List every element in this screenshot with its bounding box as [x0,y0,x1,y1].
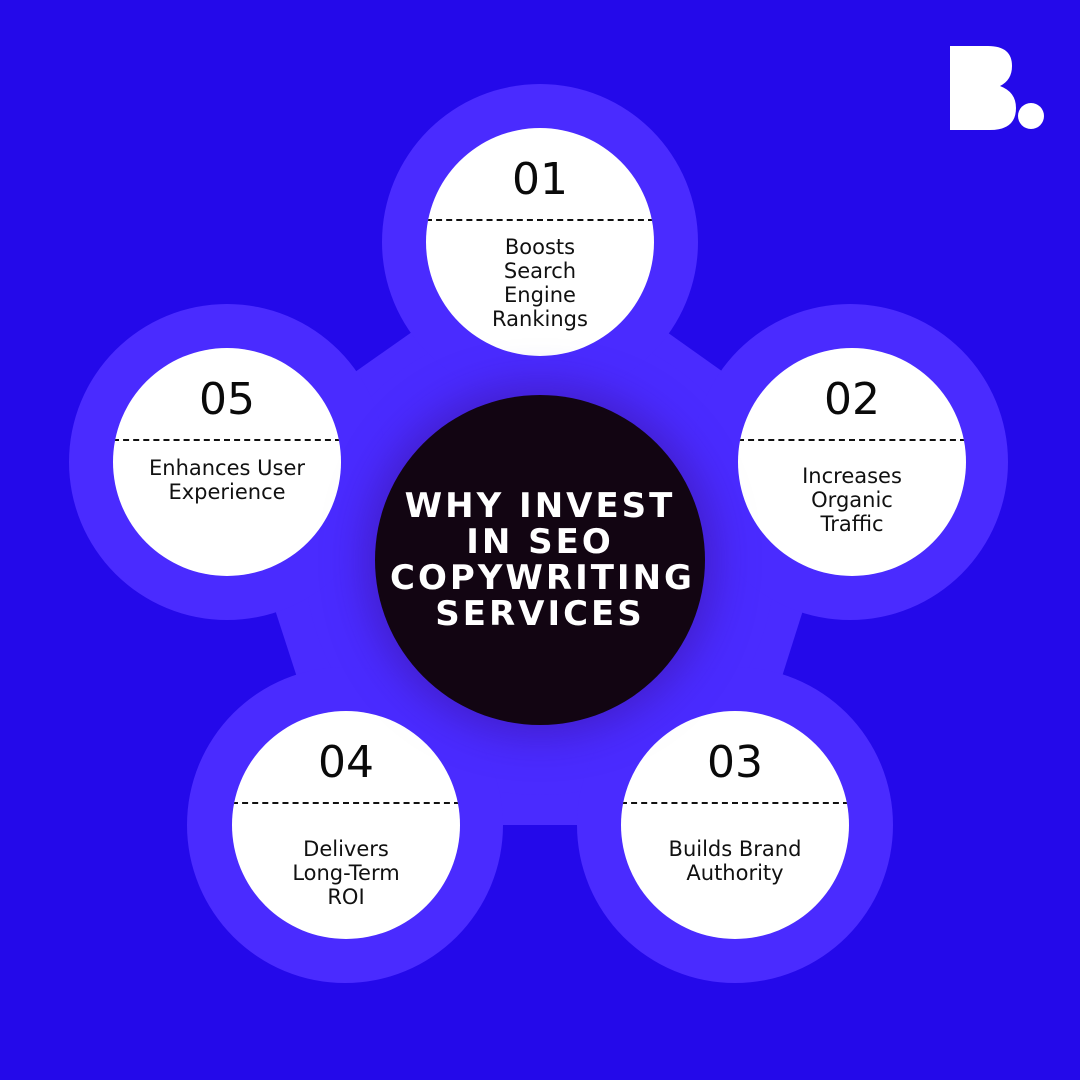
step-number: 05 [199,374,255,425]
center-title: WHY INVEST IN SEO COPYWRITING SERVICES [390,486,695,634]
dashed-divider [426,219,654,221]
step-label: Builds Brand Authority [668,837,802,885]
step-number: 02 [824,374,880,425]
step-node-02: 02 Increases Organic Traffic [738,348,966,576]
step-number: 01 [512,154,568,205]
step-number: 04 [318,737,374,788]
step-node-05: 05 Enhances User Experience [113,348,341,576]
step-label: Delivers Long-Term ROI [292,837,400,909]
step-number: 03 [707,737,763,788]
step-node-01: 01 Boosts Search Engine Rankings [426,128,654,356]
step-node-04: 04 Delivers Long-Term ROI [232,711,460,939]
step-node-03: 03 Builds Brand Authority [621,711,849,939]
brand-logo [948,46,1044,130]
center-hub: WHY INVEST IN SEO COPYWRITING SERVICES [375,395,705,725]
step-label: Increases Organic Traffic [802,464,902,536]
dashed-divider [738,439,966,441]
step-label: Enhances User Experience [148,456,305,504]
step-label: Boosts Search Engine Rankings [492,235,588,331]
dashed-divider [232,802,460,804]
dashed-divider [113,439,341,441]
brand-b-logo [950,46,1044,130]
dashed-divider [621,802,849,804]
